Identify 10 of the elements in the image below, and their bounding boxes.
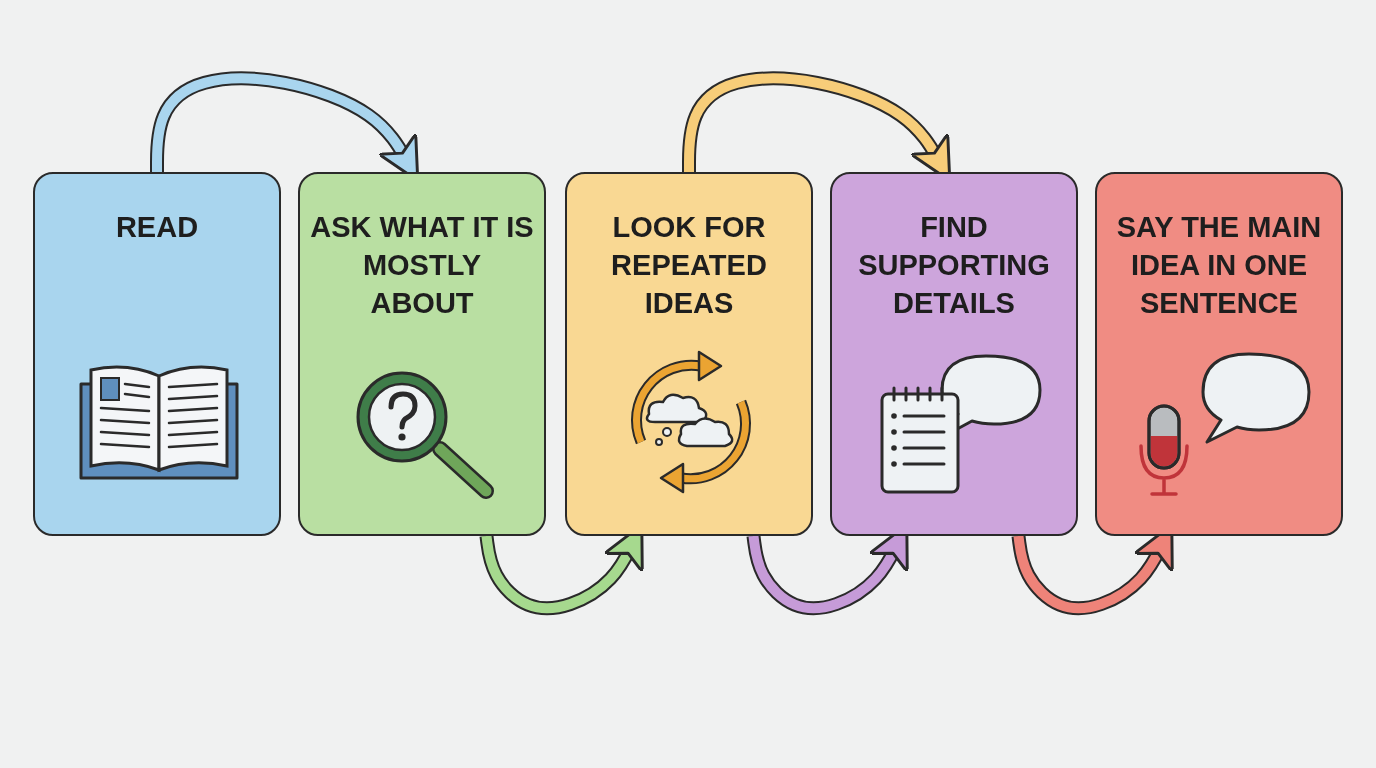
step-title: SAY THE MAIN IDEA IN ONE SENTENCE	[1115, 210, 1323, 321]
step-title: FIND SUPPORTING DETAILS	[857, 210, 1051, 321]
step-card	[565, 172, 813, 536]
step-title: ASK WHAT IT IS MOSTLY ABOUT	[310, 210, 534, 321]
step-card	[298, 172, 546, 536]
step-title: LOOK FOR REPEATED IDEAS	[610, 210, 768, 321]
step-card	[830, 172, 1078, 536]
step-card	[1095, 172, 1343, 536]
step-card	[33, 172, 281, 536]
step-title: READ	[114, 210, 200, 245]
